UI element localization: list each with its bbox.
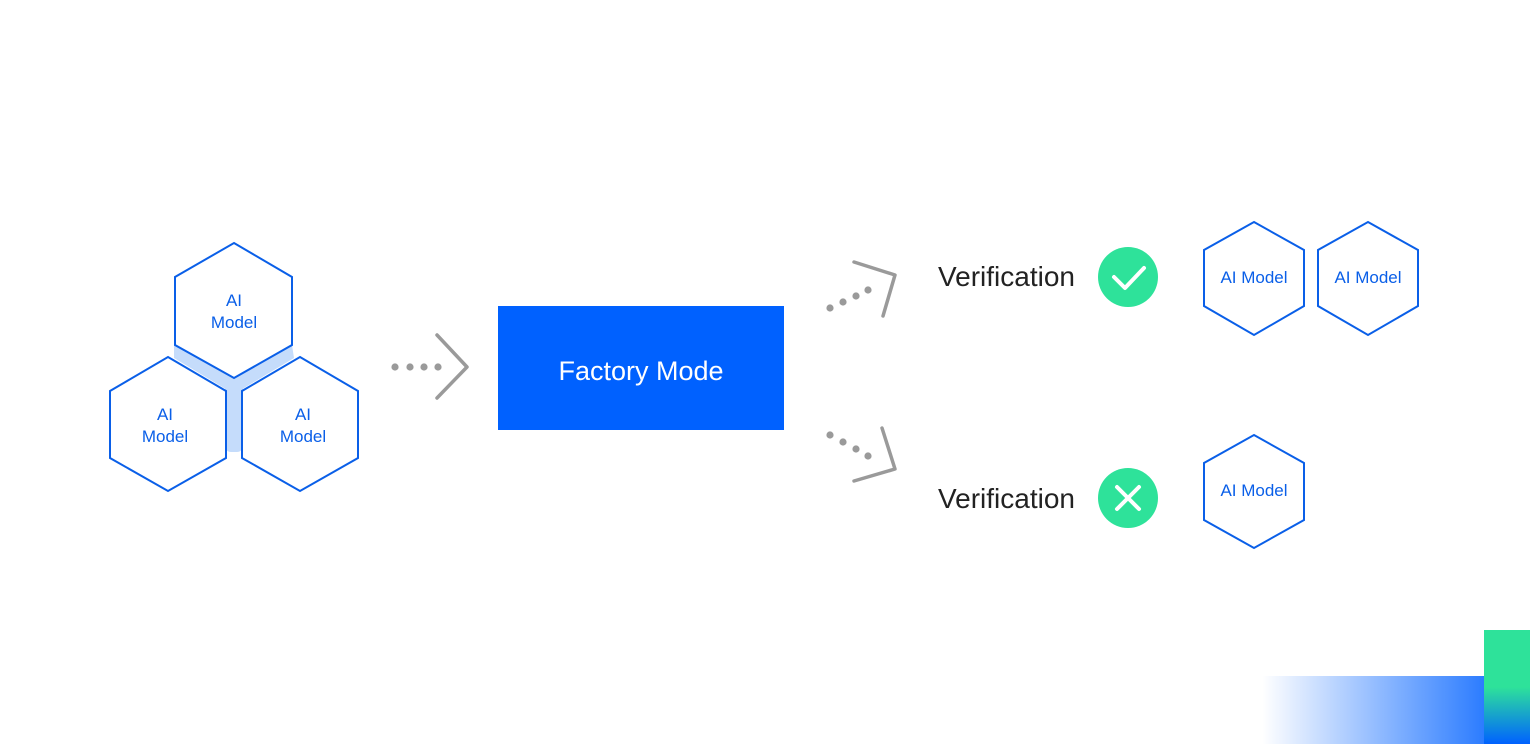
fail-flow-arrow bbox=[826, 426, 897, 483]
checkmark-icon bbox=[1098, 247, 1158, 307]
cluster-model-left: AI Model bbox=[109, 355, 227, 493]
model-label-line2: Model bbox=[280, 427, 326, 446]
model-label: AI Model bbox=[1334, 268, 1401, 287]
input-flow-arrow bbox=[391, 333, 469, 400]
cross-icon bbox=[1098, 468, 1158, 528]
model-label-line2: Model bbox=[211, 313, 257, 332]
model-label-line1: AI bbox=[157, 405, 173, 424]
pass-flow-arrow bbox=[826, 260, 897, 318]
model-label-line2: Model bbox=[142, 427, 188, 446]
corner-accent-decoration bbox=[1262, 630, 1530, 744]
fail-outcome: Verification AI Model bbox=[938, 433, 1305, 550]
model-label-line1: AI bbox=[226, 291, 242, 310]
cluster-model-right: AI Model bbox=[241, 355, 359, 493]
pass-model-1: AI Model bbox=[1203, 220, 1305, 337]
input-model-cluster: AI Model AI Model AI Model bbox=[109, 241, 359, 493]
model-label-line1: AI bbox=[295, 405, 311, 424]
factory-mode-box: Factory Mode bbox=[498, 306, 784, 430]
factory-mode-label: Factory Mode bbox=[558, 356, 723, 386]
verification-fail-label: Verification bbox=[938, 483, 1075, 514]
cluster-model-top: AI Model bbox=[174, 241, 293, 380]
pass-outcome: Verification AI Model AI Model bbox=[938, 220, 1419, 337]
pass-model-2: AI Model bbox=[1317, 220, 1419, 337]
model-label: AI Model bbox=[1220, 481, 1287, 500]
verification-pass-label: Verification bbox=[938, 261, 1075, 292]
fail-model-1: AI Model bbox=[1203, 433, 1305, 550]
model-label: AI Model bbox=[1220, 268, 1287, 287]
